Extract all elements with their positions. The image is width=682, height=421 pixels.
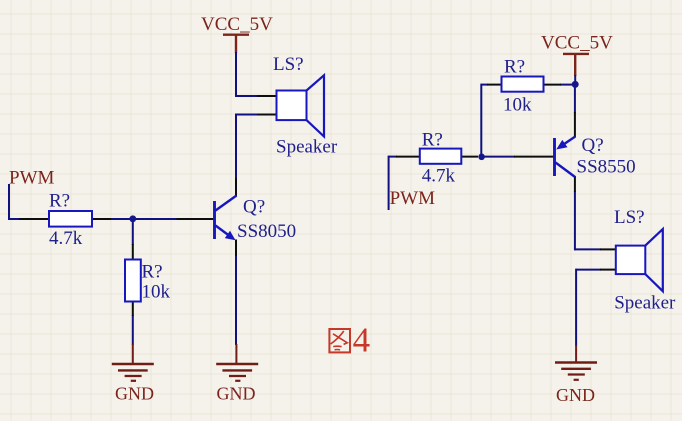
svg-text:10k: 10k (142, 282, 171, 303)
svg-text:GND: GND (217, 384, 256, 404)
svg-text:VCC_5V: VCC_5V (541, 33, 613, 54)
svg-text:4.7k: 4.7k (49, 228, 83, 249)
svg-text:R?: R? (142, 262, 163, 283)
svg-text:Speaker: Speaker (276, 137, 338, 158)
svg-text:SS8550: SS8550 (577, 157, 636, 178)
svg-text:Q?: Q? (243, 197, 265, 218)
svg-text:LS?: LS? (273, 54, 304, 75)
svg-text:SS8050: SS8050 (237, 221, 296, 242)
svg-text:R?: R? (504, 57, 525, 78)
svg-text:VCC_5V: VCC_5V (201, 14, 273, 35)
svg-text:Q?: Q? (582, 135, 604, 156)
svg-text:GND: GND (556, 385, 595, 405)
svg-text:10k: 10k (503, 95, 532, 116)
svg-text:Speaker: Speaker (614, 293, 676, 314)
svg-text:PWM: PWM (390, 188, 436, 209)
svg-text:R?: R? (422, 129, 443, 150)
svg-text:PWM: PWM (9, 168, 55, 189)
svg-text:4: 4 (353, 321, 371, 360)
svg-text:R?: R? (49, 191, 70, 212)
svg-text:GND: GND (115, 384, 154, 404)
svg-text:LS?: LS? (614, 207, 645, 228)
svg-text:4.7k: 4.7k (422, 166, 456, 187)
